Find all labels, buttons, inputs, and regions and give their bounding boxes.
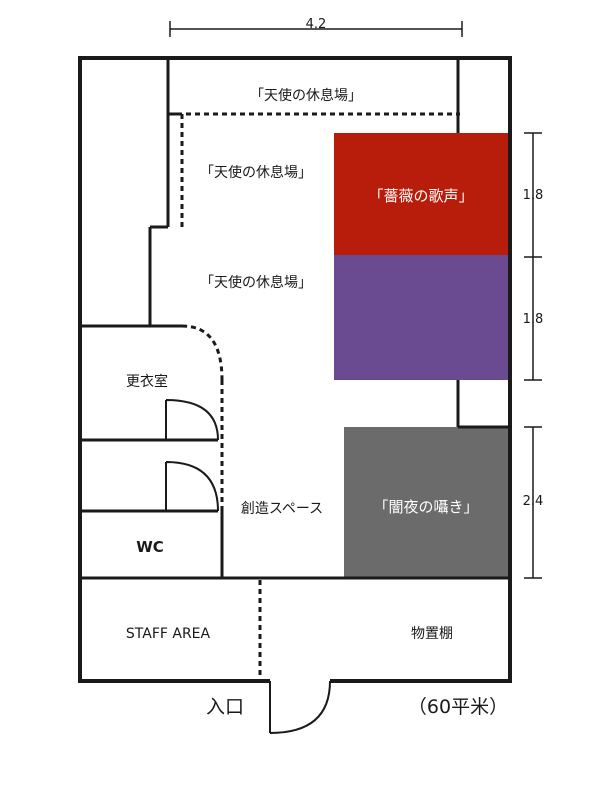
- corridor-door[interactable]: [165, 461, 219, 512]
- outer-walls: [78, 56, 512, 683]
- label-angel-rest-low: 「天使の休息場」: [200, 274, 312, 291]
- purple-area[interactable]: [334, 255, 508, 380]
- dashed-boundaries: [180, 112, 456, 678]
- entrance-door[interactable]: [269, 680, 331, 734]
- inner-walls: [82, 60, 508, 580]
- label-area: （60平米）: [408, 696, 508, 718]
- label-rose-song: 「薔薇の歌声」: [368, 187, 473, 205]
- dim-right-1: 1.8: [523, 188, 544, 203]
- label-entrance: 入口: [206, 696, 244, 718]
- dim-right-2: 1.8: [523, 312, 544, 327]
- doors: [165, 399, 331, 734]
- label-wc: WC: [136, 538, 164, 556]
- label-dark-whisper: 「闇夜の囁き」: [373, 498, 478, 516]
- dark-whisper-area[interactable]: [344, 427, 508, 578]
- label-dressing-room: 更衣室: [126, 373, 168, 390]
- curved-wall: [181, 324, 224, 381]
- rose-song-area[interactable]: [334, 133, 508, 255]
- label-creative-space: 創造スペース: [241, 501, 323, 517]
- label-storage-shelf: 物置棚: [411, 626, 453, 642]
- label-staff-area: STAFF AREA: [126, 626, 211, 642]
- label-angel-rest-mid: 「天使の休息場」: [200, 164, 312, 181]
- dim-top-width: 4.2: [306, 17, 327, 32]
- dim-right-3: 2.4: [523, 494, 544, 509]
- dimension-lines: [169, 21, 542, 579]
- label-angel-rest-top: 「天使の休息場」: [250, 87, 362, 104]
- dressing-room-door[interactable]: [165, 399, 219, 441]
